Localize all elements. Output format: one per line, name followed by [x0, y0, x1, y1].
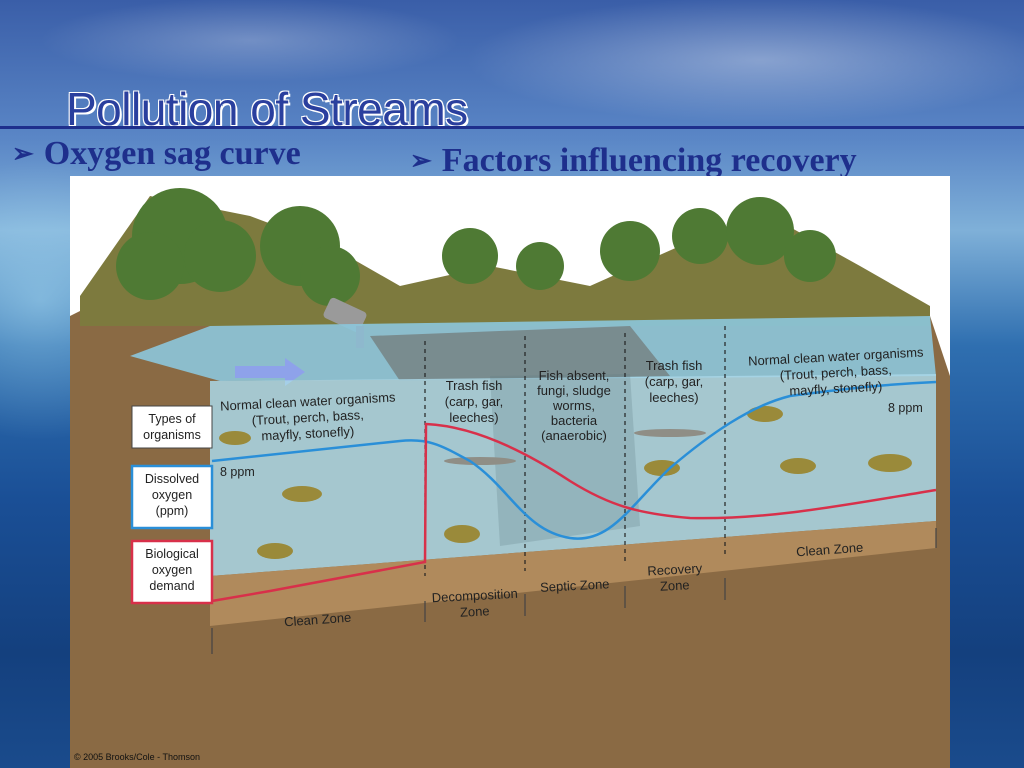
gar-icon	[444, 429, 706, 465]
organism-line: worms,	[552, 398, 595, 413]
organism-line: fungi, sludge	[537, 383, 611, 398]
zone-clean-right: Clean Zone	[796, 540, 864, 560]
bullet-oxygen-sag: ➢ Oxygen sag curve	[12, 135, 301, 173]
tree-icon	[116, 188, 836, 306]
bod-curve	[211, 422, 937, 603]
murky-water	[490, 374, 640, 546]
organism-line: Trash fish	[446, 378, 503, 393]
flow-arrow-icon	[235, 358, 305, 386]
label-line: demand	[149, 579, 194, 593]
organisms-trash-right: Trash fish (carp, gar, leeches)	[645, 358, 704, 405]
organism-line: Trash fish	[646, 358, 703, 373]
stream-diagram: Types of organisms Dissolved oxygen (ppm…	[70, 188, 950, 768]
organism-line: mayfly, stonefly)	[789, 379, 883, 399]
bullet-text: Oxygen sag curve	[43, 135, 301, 172]
organism-line: bacteria	[551, 413, 598, 428]
organism-line: mayfly, stonefly)	[261, 424, 355, 444]
label-line: oxygen	[152, 488, 192, 502]
ppm-label-left: 8 ppm	[220, 465, 255, 479]
zone-line: Zone	[660, 577, 690, 594]
label-line: organisms	[143, 428, 201, 442]
water-cross-section	[210, 374, 936, 576]
ppm-label-right: 8 ppm	[888, 401, 923, 415]
organism-line: (Trout, perch, bass,	[779, 362, 892, 383]
arrow-bullet-icon: ➢	[410, 146, 432, 175]
label-line: Dissolved	[145, 472, 199, 486]
zone-line: Decomposition	[431, 586, 518, 605]
arrow-bullet-icon: ➢	[12, 139, 34, 168]
fish-icon	[219, 406, 912, 559]
organism-line: (Trout, perch, bass,	[251, 407, 364, 428]
oxygen-sag-figure: Types of organisms Dissolved oxygen (ppm…	[70, 176, 950, 768]
bullet-text: Factors influencing recovery	[441, 142, 857, 179]
organisms-trash-left: Trash fish (carp, gar, leeches)	[445, 378, 504, 425]
pollution-plume	[370, 326, 670, 381]
organism-line: (anaerobic)	[541, 428, 607, 443]
label-line: Biological	[145, 547, 199, 561]
organism-line: Fish absent,	[539, 368, 610, 383]
zone-decomposition: Decomposition Zone	[431, 586, 518, 620]
figure-credit: © 2005 Brooks/Cole - Thomson	[74, 752, 201, 762]
zone-recovery: Recovery Zone	[647, 561, 703, 594]
label-line: oxygen	[152, 563, 192, 577]
label-dissolved-oxygen: Dissolved oxygen (ppm)	[130, 464, 214, 530]
zone-clean-left: Clean Zone	[284, 610, 352, 630]
organisms-septic: Fish absent, fungi, sludge worms, bacter…	[537, 368, 611, 443]
organism-line: leeches)	[449, 410, 498, 425]
zone-line: Recovery	[647, 561, 703, 579]
label-line: (ppm)	[156, 504, 189, 518]
zone-ticks	[211, 528, 937, 654]
discharge-pipe-icon	[323, 297, 367, 333]
organism-line: (carp, gar,	[645, 374, 704, 389]
label-line: Types of	[148, 412, 196, 426]
title-rule	[0, 126, 1024, 129]
riverbed	[210, 521, 936, 626]
label-types-of-organisms: Types of organisms	[131, 405, 213, 449]
bank-grass	[80, 196, 930, 326]
bullet-recovery-factors: ➢ Factors influencing recovery	[410, 142, 857, 180]
label-biological-oxygen-demand: Biological oxygen demand	[130, 539, 214, 605]
zone-septic: Septic Zone	[540, 576, 610, 595]
zone-line: Zone	[460, 603, 490, 620]
organism-line: leeches)	[649, 390, 698, 405]
organism-line: (carp, gar,	[445, 394, 504, 409]
